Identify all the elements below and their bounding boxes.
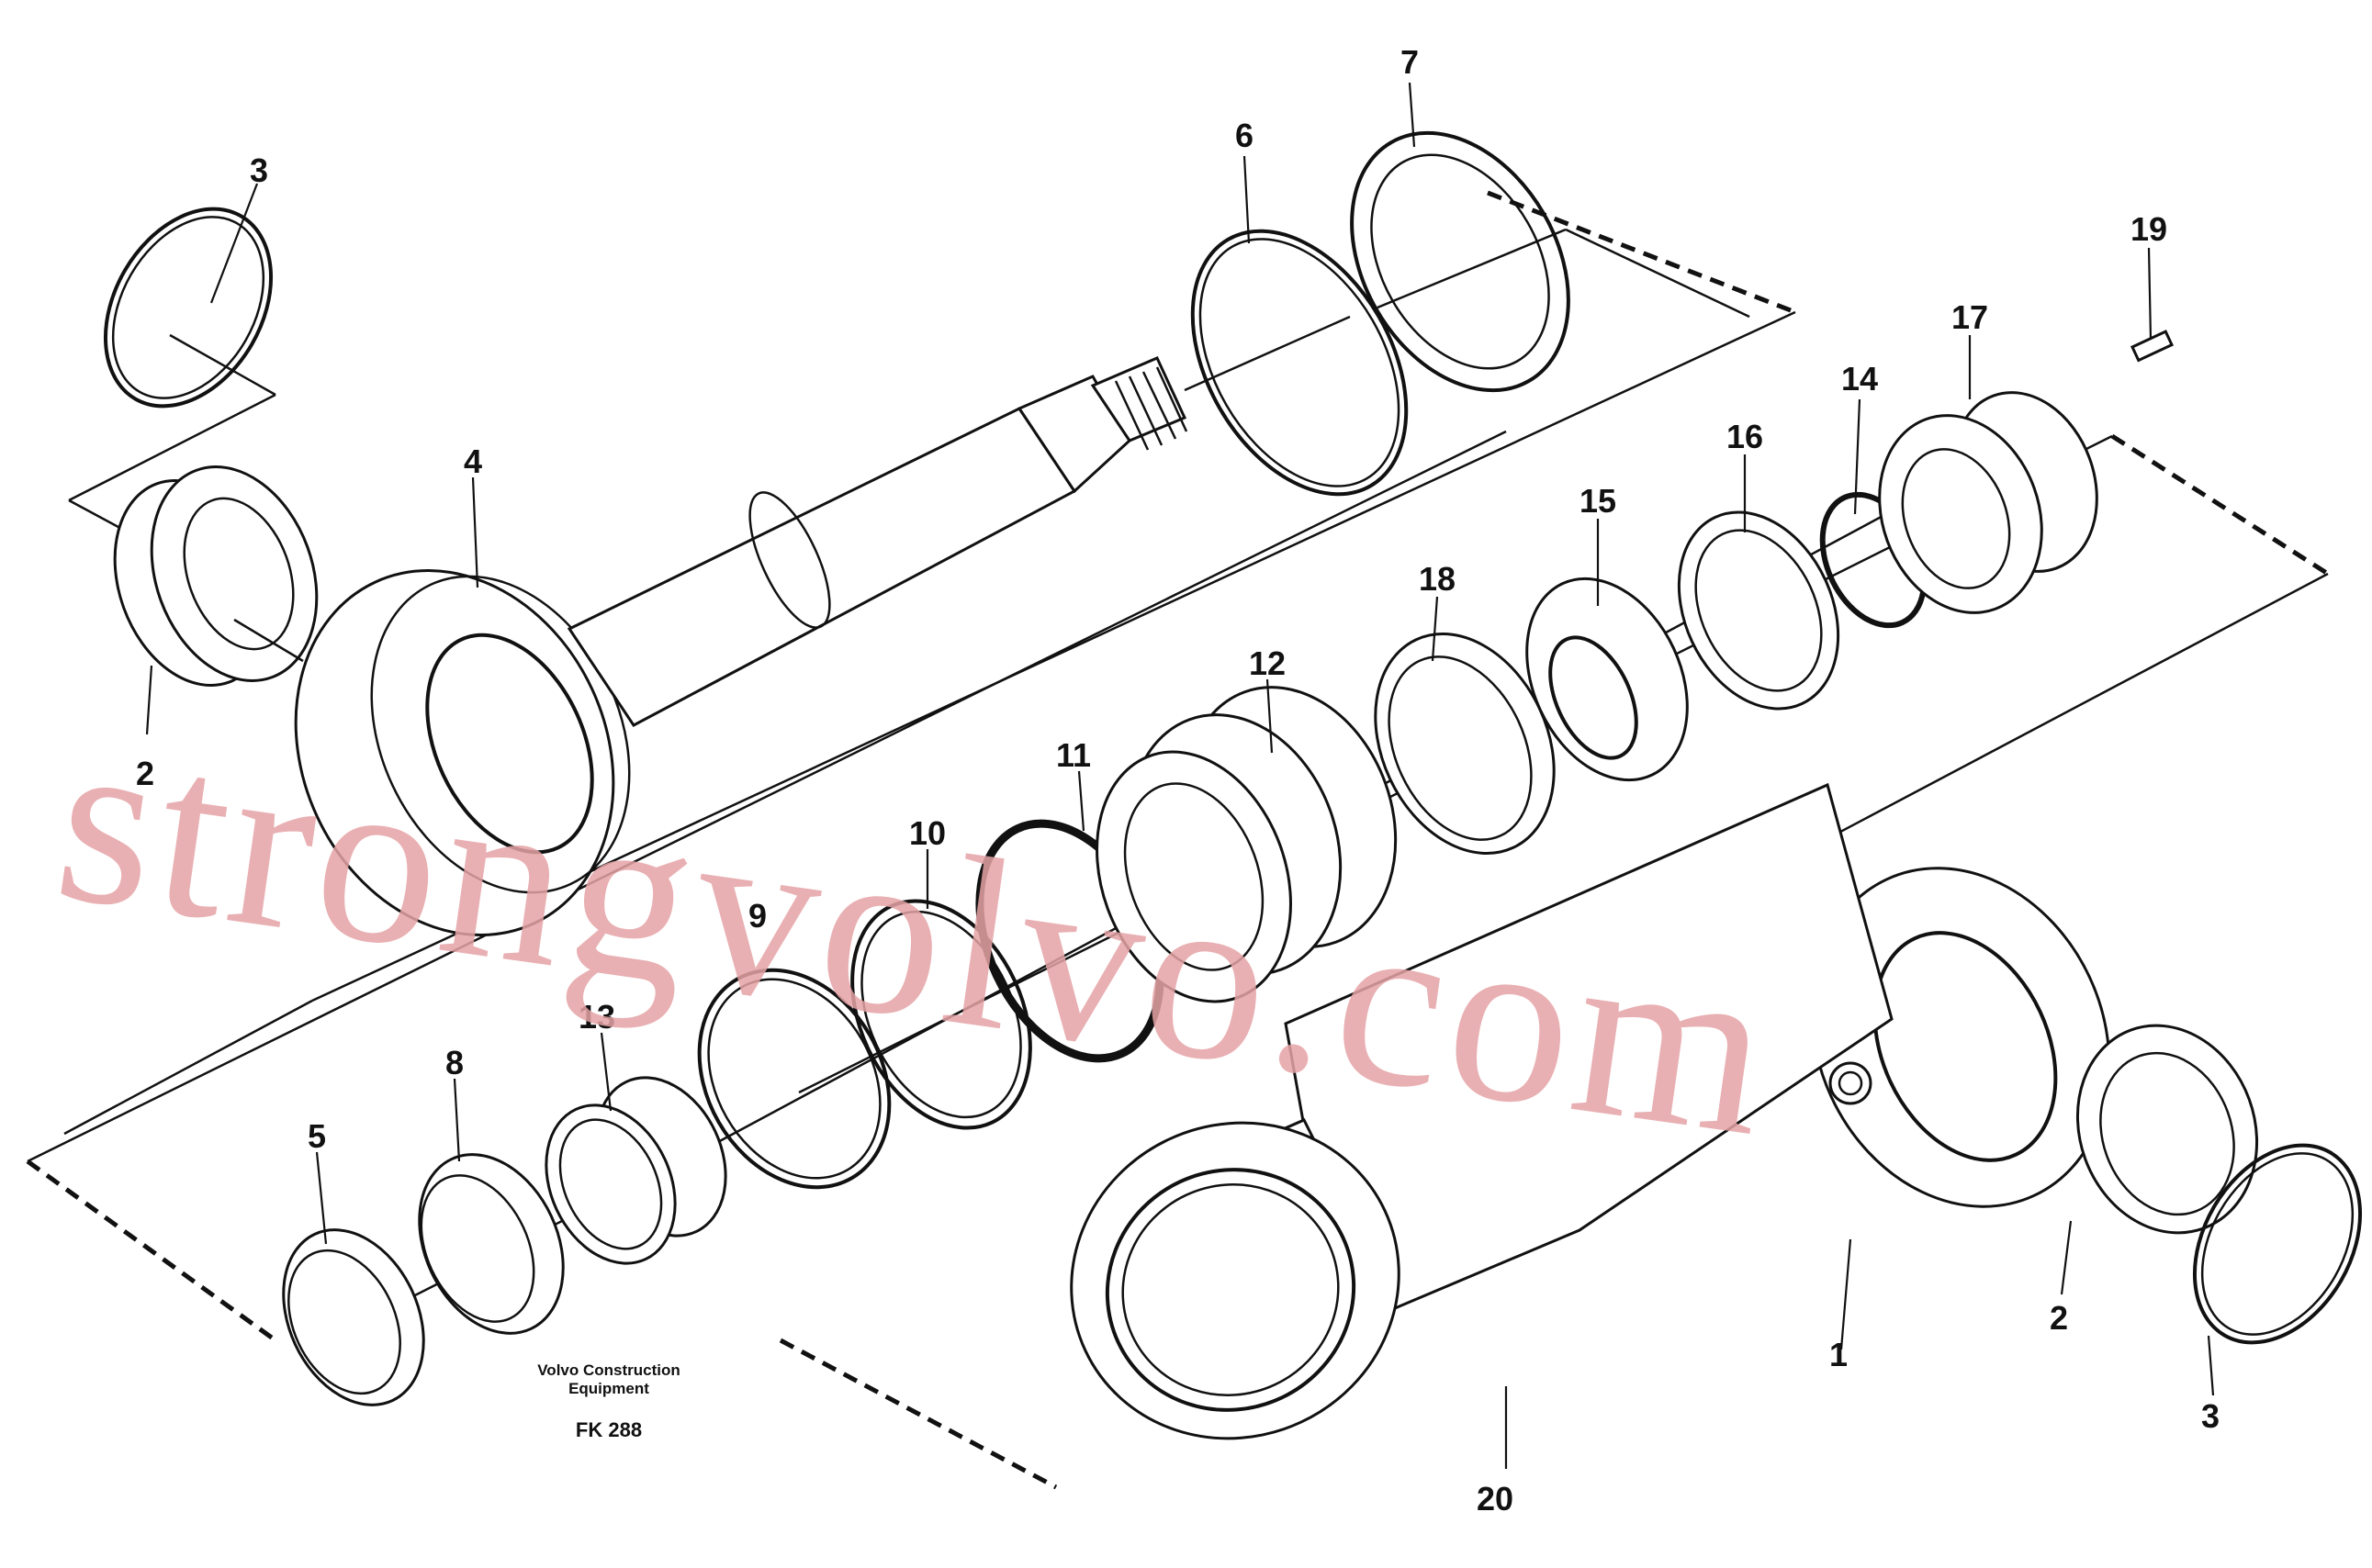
spherical-bearing-upper: [113, 465, 319, 687]
label-12: 12: [1249, 644, 1286, 682]
figure-code: FK 288: [576, 1418, 642, 1441]
piston-rod: [294, 315, 1351, 936]
part-5-wiper: [282, 1228, 425, 1406]
circlip-upper-left: [103, 207, 276, 409]
rod-thread: [1114, 366, 1188, 451]
label-15: 15: [1579, 482, 1616, 520]
label-3-upper: 3: [250, 151, 268, 189]
label-5: 5: [308, 1117, 326, 1155]
label-9: 9: [748, 897, 767, 935]
label-10: 10: [909, 814, 946, 852]
part-16-seal: [1677, 510, 1840, 711]
leader-lines: [145, 82, 2215, 1469]
label-4: 4: [464, 442, 482, 480]
label-13: 13: [579, 998, 615, 1036]
caption-block: Volvo Construction Equipment FK 288: [537, 1361, 680, 1441]
part-labels: 1 2 2 3 3 4 5 6 7 8 9 10 11 12 13 14 15 …: [136, 43, 2220, 1518]
ring-7: [1350, 130, 1570, 393]
label-2-lower: 2: [2050, 1299, 2068, 1337]
part-17-guide: [1878, 391, 2098, 614]
part-15-seal: [1525, 577, 1689, 782]
caption-line-1: Volvo Construction: [537, 1361, 680, 1379]
label-20: 20: [1477, 1480, 1513, 1518]
label-3-lower: 3: [2201, 1397, 2220, 1435]
label-16: 16: [1726, 418, 1763, 455]
caption-line-2: Equipment: [568, 1380, 649, 1397]
label-11: 11: [1056, 736, 1091, 774]
label-18: 18: [1419, 560, 1456, 598]
label-17: 17: [1951, 298, 1988, 336]
label-6: 6: [1235, 117, 1253, 154]
label-1: 1: [1829, 1336, 1848, 1373]
label-7: 7: [1400, 43, 1419, 81]
circlip-lower-right: [2192, 1143, 2363, 1345]
cylinder-tube: [1070, 782, 2111, 1440]
part-19-screw: [2130, 330, 2175, 363]
part-10-ring: [850, 899, 1032, 1130]
part-8-seal: [418, 1153, 565, 1335]
label-8: 8: [445, 1044, 464, 1081]
part-9-ring: [697, 968, 892, 1190]
part-13-bushing: [545, 1076, 727, 1265]
piston-12: [1096, 686, 1398, 1003]
label-2-upper: 2: [136, 755, 154, 792]
label-14: 14: [1841, 360, 1878, 398]
label-19: 19: [2130, 210, 2167, 248]
